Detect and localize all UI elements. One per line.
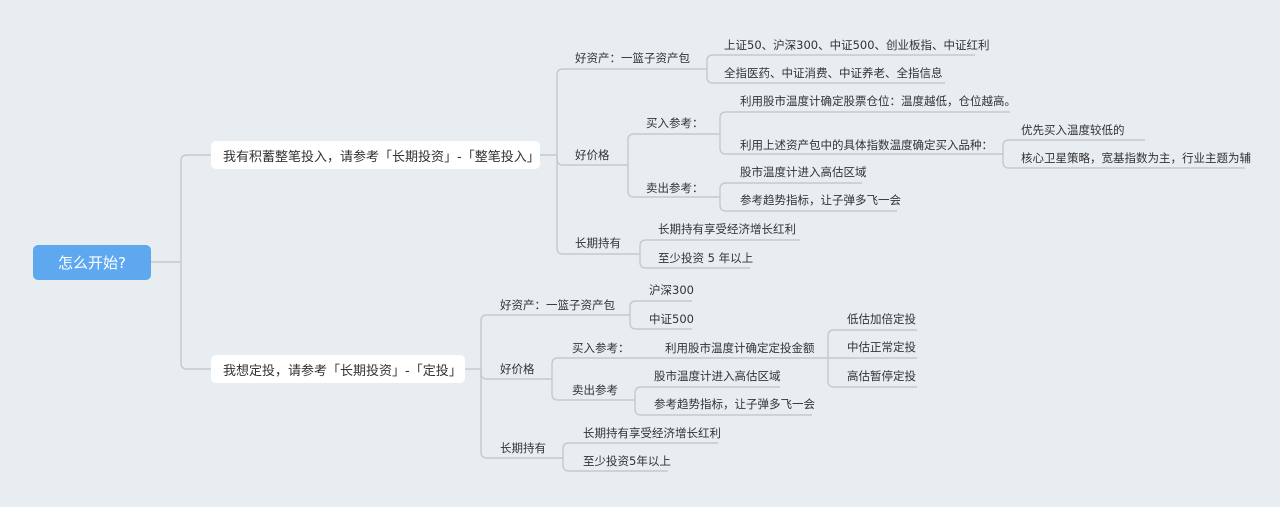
connector-line <box>827 358 917 388</box>
subtopic-good-price[interactable]: 好价格 <box>575 148 610 162</box>
list-item[interactable]: 低估加倍定投 <box>847 312 916 326</box>
connector-line <box>551 379 635 401</box>
connector-line <box>180 262 211 370</box>
connector-line <box>706 69 945 84</box>
connector-line <box>1002 154 1245 169</box>
connector-line <box>634 400 812 416</box>
list-item[interactable]: 利用股市温度计确定定投金额 <box>665 341 815 355</box>
connector-line <box>719 111 1010 134</box>
subtopic-good-asset[interactable]: 好资产：一篮子资产包 <box>575 51 690 65</box>
connector-line <box>719 134 1003 155</box>
connector-line <box>719 182 862 197</box>
subtopic-hold[interactable]: 长期持有 <box>500 441 546 455</box>
connector-line <box>562 442 718 458</box>
connector-line <box>706 54 975 69</box>
list-item[interactable]: 中证500 <box>649 312 694 326</box>
connector-line <box>629 300 692 315</box>
connector-line <box>719 197 897 212</box>
subtopic-good-price[interactable]: 好价格 <box>500 362 535 376</box>
connector-line <box>180 154 211 262</box>
root-topic[interactable]: 怎么开始? <box>33 245 151 280</box>
connector-line <box>639 254 750 269</box>
list-item[interactable]: 参考趋势指标，让子弹多飞一会 <box>740 193 901 207</box>
subtopic-sell-ref[interactable]: 卖出参考 <box>572 383 618 397</box>
topic-lump-sum[interactable]: 我有积蓄整笔投入，请参考「长期投资」-「整笔投入」 <box>211 141 540 169</box>
topic-regular-invest[interactable]: 我想定投，请参考「长期投资」-「定投」 <box>211 355 465 383</box>
connector-line <box>827 329 917 358</box>
connector-line <box>627 133 720 165</box>
list-item[interactable]: 长期持有享受经济增长红利 <box>658 222 796 236</box>
list-item[interactable]: 中估正常定投 <box>847 340 916 354</box>
list-item[interactable]: 利用股市温度计确定股票仓位：温度越低，仓位越高。 <box>740 94 1016 108</box>
subtopic-good-asset[interactable]: 好资产：一篮子资产包 <box>500 298 615 312</box>
connector-line <box>556 68 707 155</box>
connector-line <box>629 315 692 330</box>
list-item[interactable]: 长期持有享受经济增长红利 <box>583 426 721 440</box>
subtopic-buy-ref[interactable]: 买入参考： <box>646 116 704 130</box>
list-item[interactable]: 全指医药、中证消费、中证养老、全指信息 <box>724 66 943 80</box>
subtopic-sell-ref[interactable]: 卖出参考： <box>646 181 704 195</box>
list-item[interactable]: 优先买入温度较低的 <box>1021 123 1125 137</box>
connector-line <box>480 314 630 369</box>
subtopic-hold[interactable]: 长期持有 <box>575 236 621 250</box>
list-item[interactable]: 至少投资5年以上 <box>583 454 671 468</box>
list-item[interactable]: 沪深300 <box>649 283 694 297</box>
connector-line <box>1002 139 1145 154</box>
connector-line <box>639 239 800 254</box>
connector-line <box>562 458 668 472</box>
list-item[interactable]: 参考趋势指标，让子弹多飞一会 <box>654 397 815 411</box>
list-item[interactable]: 股市温度计进入高估区域 <box>654 369 781 383</box>
list-item[interactable]: 核心卫星策略，宽基指数为主，行业主题为辅 <box>1021 151 1251 165</box>
list-item[interactable]: 股市温度计进入高估区域 <box>740 165 867 179</box>
list-item[interactable]: 利用上述资产包中的具体指数温度确定买入品种： <box>740 138 993 152</box>
connector-line <box>480 369 563 459</box>
connector-line <box>551 357 828 379</box>
subtopic-buy-ref[interactable]: 买入参考： <box>572 341 630 355</box>
list-item[interactable]: 至少投资 5 年以上 <box>658 251 754 265</box>
connector-line <box>556 155 640 255</box>
connector-line <box>634 386 780 400</box>
list-item[interactable]: 上证50、沪深300、中证500、创业板指、中证红利 <box>724 38 990 52</box>
list-item[interactable]: 高估暂停定投 <box>847 369 916 383</box>
connector-line <box>627 165 720 198</box>
